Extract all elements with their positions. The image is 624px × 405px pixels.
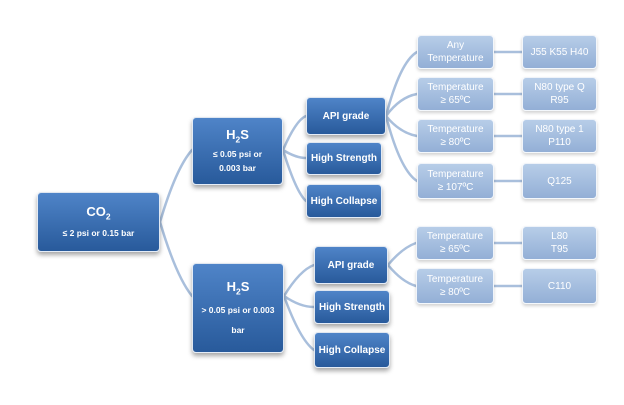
temp-any-line2: Temperature (427, 53, 484, 64)
low-api-grade-node: API grade (306, 97, 386, 135)
grade-low-65-line1: N80 type Q (534, 82, 585, 93)
temp-high-80-line2: ≥ 80ºC (439, 287, 471, 298)
connector-h2s-high-collapse (282, 294, 316, 352)
grade-high-80-node: C110 (522, 268, 597, 304)
connector-low-api-temp-80 (384, 114, 419, 138)
h2s-low-threshold-line2: 0.003 bar (219, 162, 256, 173)
grade-high-65-line2: T95 (550, 244, 569, 255)
connector-co2-h2s-high (158, 220, 194, 298)
temp-high-80-line1: Temperature (426, 274, 484, 285)
h2s-high-threshold-line2: bar (231, 324, 245, 335)
temp-high-65-line2: ≥ 65ºC (439, 244, 471, 255)
connector-low-api-temp-65 (384, 92, 419, 118)
connector-h2s-high-api (282, 263, 316, 298)
co2-title: CO2 (86, 204, 111, 222)
temp-low-107-line2: ≥ 107ºC (437, 182, 474, 193)
grade-high-65-node: L80 T95 (522, 226, 597, 260)
grade-low-65-node: N80 type Q R95 (522, 77, 597, 111)
h2s-low-threshold-line1: ≤ 0.05 psi or (212, 148, 263, 159)
temp-low-65-line1: Temperature (427, 82, 484, 93)
grade-low-80-line1: N80 type 1 (535, 124, 584, 135)
co2-node: CO2 ≤ 2 psi or 0.15 bar (37, 192, 160, 252)
low-high-collapse-node: High Collapse (306, 184, 382, 218)
temp-low-80-line1: Temperature (427, 124, 484, 135)
temp-low-80-line2: ≥ 80ºC (440, 137, 471, 148)
temp-any-node: Any Temperature (417, 35, 494, 69)
grade-any-node: J55 K55 H40 (522, 35, 597, 69)
temp-high-80-node: Temperature ≥ 80ºC (416, 268, 494, 304)
connector-low-api-temp-any (384, 50, 419, 118)
connector-high-api-temp-80 (386, 263, 418, 288)
grade-low-65-line2: R95 (550, 95, 569, 106)
temp-low-80-node: Temperature ≥ 80ºC (417, 119, 494, 153)
h2s-low-node: H2S ≤ 0.05 psi or 0.003 bar (192, 117, 283, 185)
temp-high-65-line1: Temperature (426, 231, 484, 242)
temp-any-line1: Any (446, 40, 465, 51)
grade-high-65-line1: L80 (551, 231, 568, 242)
temp-low-107-line1: Temperature (427, 169, 484, 180)
temp-low-107-node: Temperature ≥ 107ºC (417, 163, 494, 199)
connector-h2s-high-strength (282, 294, 316, 309)
grade-high-80-line1: C110 (547, 280, 572, 292)
connector-high-api-temp-65 (386, 241, 418, 267)
h2s-low-title: H2S (226, 127, 249, 145)
high-high-strength-node: High Strength (314, 290, 390, 324)
grade-any-line1: J55 K55 H40 (530, 46, 589, 58)
high-high-collapse-node: High Collapse (314, 332, 390, 368)
high-api-grade-node: API grade (314, 246, 388, 284)
h2s-high-title: H2S (226, 279, 250, 297)
co2-threshold: ≤ 2 psi or 0.15 bar (62, 227, 135, 238)
grade-low-80-node: N80 type 1 P110 (522, 119, 597, 153)
connector-co2-h2s-low (158, 148, 194, 224)
connector-h2s-low-collapse (281, 148, 308, 203)
grade-low-107-node: Q125 (522, 163, 597, 199)
h2s-high-node: H2S > 0.05 psi or 0.003 bar (192, 263, 284, 353)
connector-h2s-low-api (281, 114, 308, 152)
temp-low-65-line2: ≥ 65ºC (440, 95, 471, 106)
temp-high-65-node: Temperature ≥ 65ºC (416, 226, 494, 260)
low-high-strength-node: High Strength (306, 142, 382, 175)
grade-low-80-line2: P110 (548, 137, 571, 148)
h2s-high-threshold-line1: > 0.05 psi or 0.003 (201, 304, 275, 315)
grade-low-107-line1: Q125 (547, 175, 572, 187)
connector-h2s-low-strength (281, 148, 308, 160)
connector-low-api-temp-107 (384, 114, 419, 183)
temp-low-65-node: Temperature ≥ 65ºC (417, 77, 494, 111)
